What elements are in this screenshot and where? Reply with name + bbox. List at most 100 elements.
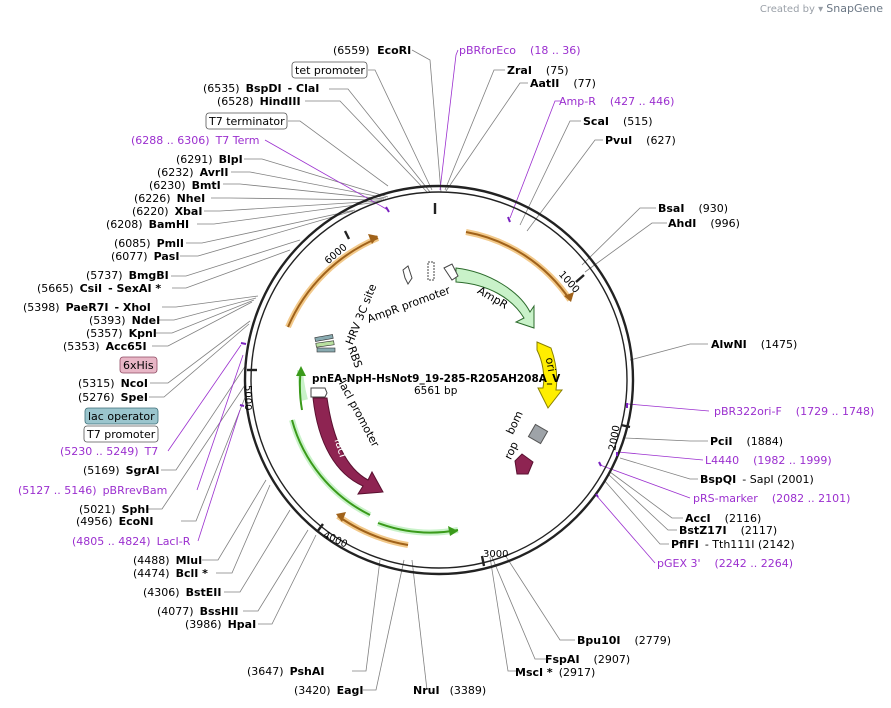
brand-name: SnapGene [826, 2, 883, 15]
leader-line [202, 479, 267, 561]
svg-text:(5737)BmgBI: (5737) BmgBI [86, 269, 169, 282]
primer-line [595, 494, 656, 564]
leader-line [352, 559, 381, 672]
svg-text:AlwNI(1475): AlwNI (1475) [711, 338, 797, 351]
enzyme-name: AlwNI [711, 338, 747, 351]
svg-text:(6208)BamHI: (6208)BamHI [106, 218, 189, 231]
enzyme-name: FspAI [545, 653, 580, 666]
orange-arc [337, 515, 409, 546]
leader-line [258, 534, 317, 625]
enzyme-name: PmlI [157, 237, 184, 250]
svg-text:BspQI- SapI (2001): BspQI- SapI (2001) [700, 473, 814, 486]
primer-pos: (2082 .. 2101) [772, 492, 851, 505]
leader-line [288, 120, 389, 187]
enzyme-name: BstEII [186, 586, 222, 599]
site-pos: (3420) [294, 684, 331, 697]
leader-line [243, 529, 309, 612]
svg-text:(6230)BmtI: (6230)BmtI [149, 179, 221, 192]
site-pos: (1475) [761, 338, 798, 351]
enzyme-name: BssHII [200, 605, 239, 618]
site-pos: (5665) [37, 282, 74, 295]
tick-marks [247, 203, 631, 567]
primer-name: pGEX 3' [657, 557, 701, 570]
leader-line [244, 158, 389, 198]
laci-feature [312, 397, 384, 495]
leader-line [211, 197, 383, 201]
primer-name: Amp-R [559, 95, 596, 108]
enzyme-name: PasI [154, 250, 180, 263]
enzyme-name: AccI [685, 512, 711, 525]
leader-line [172, 249, 291, 289]
tick-label: 4000 [321, 530, 349, 551]
svg-text:L4440(1982 .. 1999): L4440(1982 .. 1999) [705, 454, 832, 467]
enzyme-name: PciI [710, 435, 732, 448]
enzyme-name: EagI [337, 684, 364, 697]
enzyme-name: BclI * [176, 567, 209, 580]
enzyme-name: BmgBI [129, 269, 169, 282]
leader-line [204, 200, 381, 212]
leader-line [584, 222, 667, 273]
enzyme-name: EcoRI [377, 44, 411, 57]
primer-name: pBR322ori-F [714, 405, 782, 418]
t7-terminator-label: T7 terminator [208, 115, 285, 128]
enzyme-labels-right: pBRforEco(18 .. 36) ZraI(75) AatII(77) A… [459, 44, 874, 679]
svg-text:PflFI- Tth111I (2142): PflFI- Tth111I (2142) [671, 538, 795, 551]
svg-text:(4956)EcoNI: (4956)EcoNI [76, 515, 153, 528]
enzyme-suffix: - ClaI [288, 82, 320, 95]
primer-pos: (1729 .. 1748) [796, 405, 875, 418]
enzyme-name: HindIII [260, 95, 301, 108]
site-pos: (2116) [725, 512, 762, 525]
site-pos: (3647) [247, 665, 284, 678]
primer-line [196, 354, 244, 491]
site-pos: (3986) [185, 618, 222, 631]
feature-label-ampr-promoter: AmpR promoter [365, 283, 452, 325]
svg-text:ZraI(75): ZraI(75) [507, 64, 569, 77]
site-pos: (6077) [111, 250, 148, 263]
site-pos: (2779) [635, 634, 672, 647]
primer-name: pRS-marker [693, 492, 758, 505]
enzyme-name: Acc65I [106, 340, 147, 353]
leader-line [624, 437, 708, 442]
svg-text:(3420)EagI: (3420) EagI [294, 684, 363, 697]
primer-line [439, 49, 459, 191]
leader-line [519, 120, 581, 226]
tick-label: 3000 [483, 549, 508, 560]
leader-line [305, 100, 429, 194]
site-pos: (6559) [333, 44, 370, 57]
site-pos: (4306) [143, 586, 180, 599]
green-arcs [289, 366, 459, 536]
primer-name: T7 [144, 445, 159, 458]
primer-line [617, 451, 704, 461]
site-pos: - Tth111I (2142) [705, 538, 795, 551]
enzyme-name: NheI [177, 192, 206, 205]
enzyme-name: AvrII [200, 166, 229, 179]
leader-line [491, 556, 546, 660]
leader-line [629, 343, 708, 361]
enzyme-name: AhdI [668, 217, 696, 230]
site-pos: (5393) [89, 314, 126, 327]
site-pos: (6220) [132, 205, 169, 218]
t7-promoter-label: T7 promoter [86, 428, 156, 441]
leader-line [411, 49, 442, 193]
primer-pos: (5230 .. 5249) [60, 445, 139, 458]
site-pos: (5737) [86, 269, 123, 282]
enzyme-suffix: - SexAI * [108, 282, 161, 295]
leader-line [607, 473, 677, 531]
svg-text:(6528)HindIII: (6528)HindIII [217, 95, 301, 108]
orange-arc [287, 237, 379, 328]
svg-text:pBR322ori-F(1729 .. 1748): pBR322ori-F (1729 .. 1748) [714, 405, 874, 418]
enzyme-name: SpeI [121, 391, 148, 404]
site-pos: (2907) [594, 653, 631, 666]
svg-text:Bpu10I(2779): Bpu10I(2779) [577, 634, 671, 647]
site-pos: - SapI (2001) [742, 473, 814, 486]
enzyme-name: NruI [413, 684, 440, 697]
enzyme-name: SgrAI [126, 464, 160, 477]
leader-line [445, 82, 528, 192]
leader-line [526, 139, 603, 232]
primer-pos: (5127 .. 5146) [18, 484, 97, 497]
site-pos: (5021) [79, 503, 116, 516]
svg-text:pGEX 3'(2242 .. 2264): pGEX 3'(2242 .. 2264) [657, 557, 793, 570]
svg-text:BstZ17I(2117): BstZ17I(2117) [679, 524, 777, 537]
leader-line [231, 171, 387, 199]
